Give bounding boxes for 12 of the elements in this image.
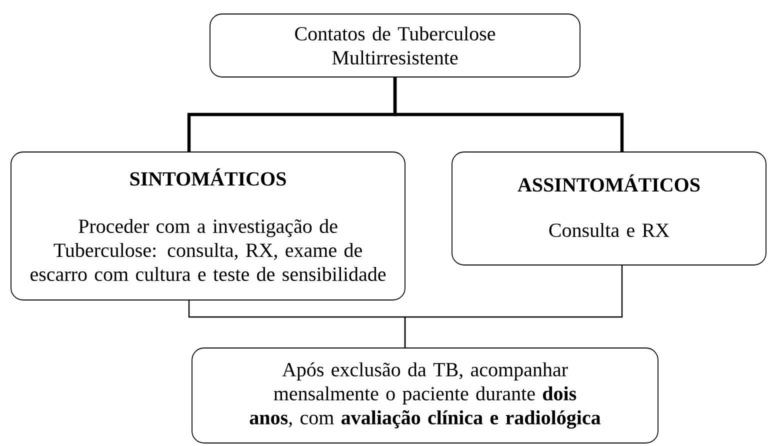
connector-line bbox=[393, 77, 624, 152]
connector-line bbox=[404, 265, 623, 348]
process-box bbox=[10, 152, 406, 300]
box-heading: ASSINTOMÁTICOS bbox=[518, 174, 700, 192]
process-box bbox=[452, 152, 766, 266]
process-box bbox=[192, 348, 658, 444]
box-heading: SINTOMÁTICOS bbox=[130, 168, 286, 186]
box-text: Contatos de Tuberculose Multirresistente bbox=[295, 26, 496, 65]
box-text: Proceder com a investigação de Tuberculose: consulta, RX, exame de escarro com cultura e teste de sensibilidade bbox=[30, 218, 386, 282]
process-box bbox=[210, 14, 580, 78]
box-text: Após exclusão da TB, acompanhar mensalmente o paciente durante dois anos, com avaliação clínica e radiológica bbox=[250, 362, 601, 429]
box-text: Consulta e RX bbox=[549, 222, 670, 238]
